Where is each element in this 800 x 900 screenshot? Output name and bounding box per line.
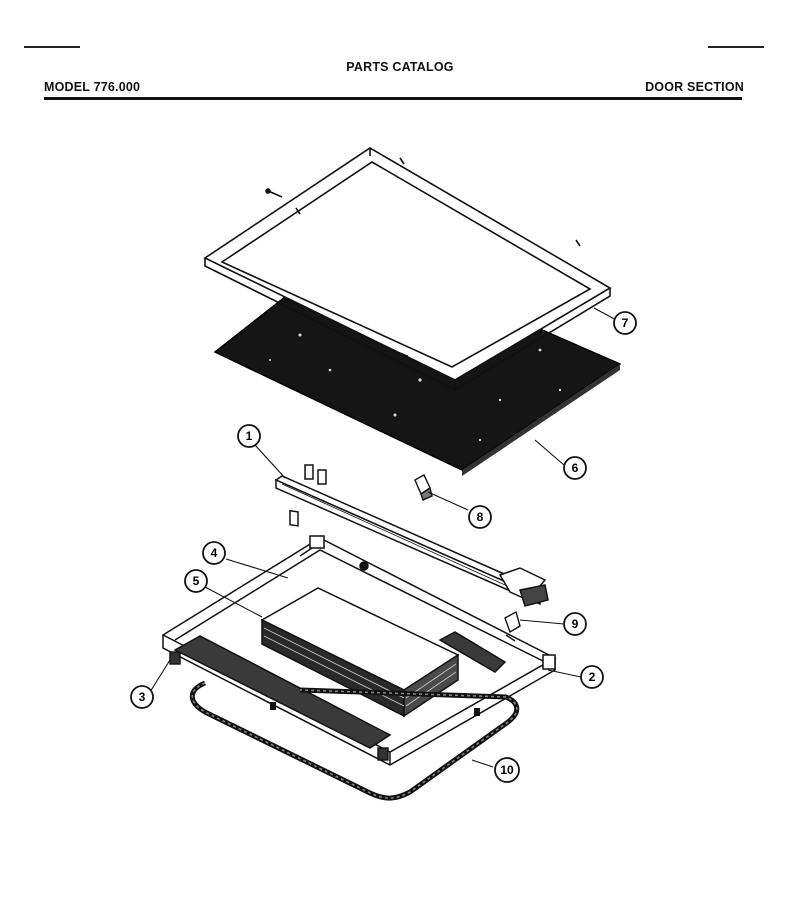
part-9-bracket <box>504 610 521 642</box>
callout-10: 10 <box>494 757 520 783</box>
svg-text:10: 10 <box>500 763 514 777</box>
svg-text:3: 3 <box>139 690 146 704</box>
top-rule-right <box>708 46 764 48</box>
part-10-gasket <box>189 680 520 801</box>
callout-2: 2 <box>580 665 604 689</box>
callout-7: 7 <box>613 311 637 335</box>
svg-text:2: 2 <box>589 670 596 684</box>
catalog-title: PARTS CATALOG <box>346 60 454 74</box>
part-8-clip <box>414 474 433 501</box>
svg-text:9: 9 <box>572 617 579 631</box>
part-3-hinge <box>169 651 389 761</box>
callout-6: 6 <box>563 456 587 480</box>
callout-5: 5 <box>184 569 208 593</box>
callout-9: 9 <box>563 612 587 636</box>
svg-text:6: 6 <box>572 461 579 475</box>
callout-4: 4 <box>202 541 226 565</box>
svg-text:4: 4 <box>211 546 218 560</box>
svg-text:7: 7 <box>622 316 629 330</box>
part-7-door-frame <box>203 147 612 391</box>
top-rule-left <box>24 46 80 48</box>
svg-text:5: 5 <box>193 574 200 588</box>
section-label: DOOR SECTION <box>645 80 744 94</box>
part-1-handle-trim <box>274 464 549 607</box>
model-label: MODEL 776.000 <box>44 80 141 94</box>
callout-1: 1 <box>237 424 261 448</box>
svg-text:8: 8 <box>477 510 484 524</box>
callout-8: 8 <box>468 505 492 529</box>
callout-3: 3 <box>130 685 154 709</box>
header-rule <box>44 97 742 100</box>
svg-text:1: 1 <box>246 429 253 443</box>
